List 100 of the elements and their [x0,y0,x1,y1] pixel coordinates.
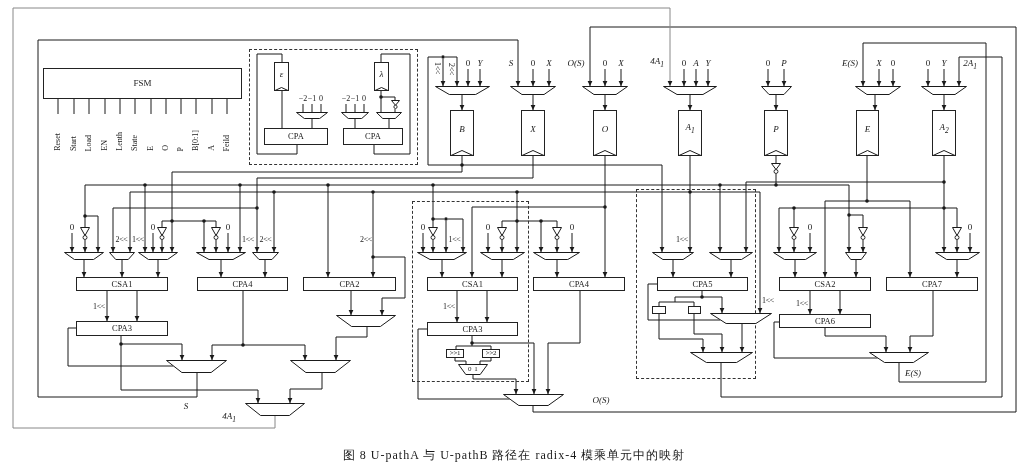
register-box [932,110,956,156]
wire [345,103,347,113]
wire [647,283,721,321]
output-label: 4A$_{1}$ [222,412,236,424]
adder-block: CPA2 [303,277,396,291]
wire-arrow [720,56,1003,398]
input-value: 0 [464,58,472,69]
wire [432,218,434,228]
wire-arrow [743,181,945,253]
wire-arrow [618,68,624,87]
adder-block: CPA6 [779,314,871,328]
wire-arrow [954,259,960,278]
input-value: 0 [924,58,932,69]
wire [775,184,850,216]
wire-arrow [773,94,779,111]
inverter-symbol [497,227,507,240]
wire-arrow [872,94,878,111]
signal-name: Lenth [115,132,125,151]
wire-arrow [781,68,787,87]
wire-arrow [459,94,465,111]
edge-label: 4A$_{1}$ [650,56,664,70]
input-value: X [545,58,553,69]
fsm-block: FSM [43,68,242,99]
mux-trapezoid [252,252,279,260]
wire-arrow [701,296,725,314]
wire-arrow [602,68,608,87]
wire-arrow [461,164,665,253]
adder-block: CPA5 [657,277,748,291]
mux-trapezoid [709,252,753,260]
adder-block: CPA3 [427,322,518,336]
register-box [274,62,289,91]
edge-label: S [508,58,514,68]
input-value: −2 [341,94,351,104]
wire [516,191,518,222]
wire-arrow [807,290,813,315]
wire-arrow [120,343,185,361]
adder-block: CPA [343,128,403,145]
register-label: X [530,124,536,135]
input-value: X [617,58,625,69]
edge-label: 1<< [762,295,774,305]
register-label: O [601,124,609,135]
wire-arrow [142,184,148,253]
wire-arrow [866,200,913,278]
input-value: 0 [601,58,609,69]
edge-label: 2<< [259,234,272,244]
wire-arrow [837,290,843,315]
wire [461,155,463,166]
adder-block: CSA1 [427,277,518,291]
wire-arrow [237,184,243,253]
input-value: Y [476,58,484,69]
wire-arrow [569,232,575,253]
input-value: 0 [568,222,576,233]
wire-arrow [807,232,813,253]
input-value: Y [940,58,948,69]
input-value: 0 [966,222,974,233]
wire [516,191,691,193]
input-value: 0 [224,222,232,233]
wire [239,184,329,186]
wire-arrow [860,239,866,253]
edge-label: O(S) [567,58,585,68]
wire-arrow [443,220,449,253]
input-value: 0 [484,222,492,233]
wire [171,220,205,222]
wire-arrow [602,94,608,111]
mux-trapezoid [480,252,525,260]
wire-arrow [82,239,88,253]
wire [302,103,304,113]
wire-arrow [262,259,268,278]
wire-arrow [430,239,436,253]
mux-trapezoid [921,86,967,95]
mux-trapezoid [196,252,246,260]
wire [171,164,463,222]
wire-arrow [554,259,560,278]
mux-trapezoid [533,252,580,260]
wire-arrow [159,239,165,253]
wire-arrow [372,256,406,316]
mux-trapezoid [869,352,929,363]
wire [354,118,356,129]
adder-block: CPA3 [76,321,168,336]
mux-trapezoid [582,86,628,95]
wire-arrow [209,344,244,361]
signal-name: Load [84,134,94,151]
wire [203,220,217,228]
junction-dot [441,55,445,59]
wire [327,184,434,186]
wire [501,220,518,228]
wire-arrow [791,239,797,253]
register-label: B [459,124,465,135]
signal-name: E [146,146,156,151]
dashed-region [412,201,529,382]
adder-block: CPA4 [197,277,288,291]
wire-arrow [127,191,275,253]
register-label: A$_{2}$ [939,122,949,137]
wire [479,357,492,365]
wire [432,184,434,220]
edge-label: 1<< [676,234,688,244]
wire [866,155,868,202]
wire-arrow [514,220,520,253]
wire [120,335,122,345]
mux-trapezoid [109,252,135,260]
